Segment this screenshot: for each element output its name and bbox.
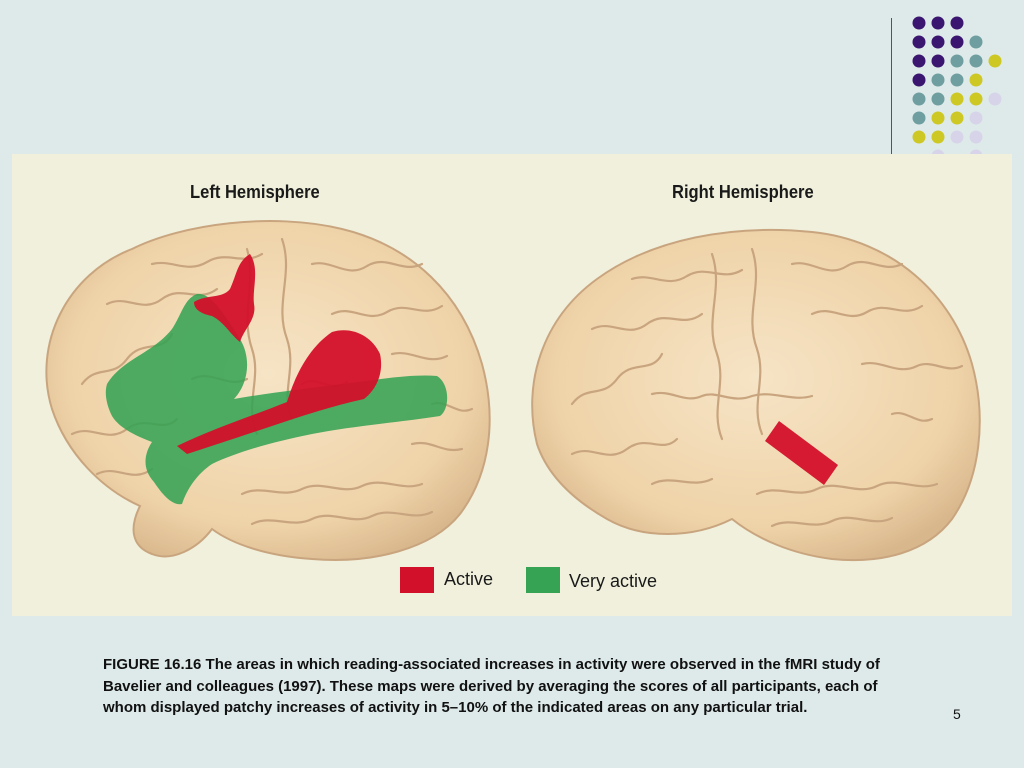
active-region-temporal <box>177 330 382 454</box>
decorative-dot <box>988 54 1002 68</box>
decorative-dot <box>912 35 926 49</box>
decorative-dot-grid <box>912 16 1002 163</box>
decorative-dot <box>931 16 945 30</box>
decorative-dot <box>969 92 983 106</box>
decorative-dot <box>931 111 945 125</box>
left-hemisphere-title: Left Hemisphere <box>190 182 320 202</box>
decorative-dot <box>912 111 926 125</box>
decorative-dot <box>950 111 964 125</box>
decorative-dot <box>912 130 926 144</box>
decorative-dot <box>912 16 926 30</box>
decorative-dot <box>969 73 983 87</box>
decorative-dot <box>912 92 926 106</box>
active-region-frontal <box>194 254 256 342</box>
legend-swatch-very-active <box>526 567 560 593</box>
decorative-dot <box>969 111 983 125</box>
legend-label-active: Active <box>444 569 494 589</box>
figure-caption: FIGURE 16.16 The areas in which reading-… <box>103 656 880 716</box>
decorative-dot <box>969 54 983 68</box>
decorative-dot <box>988 92 1002 106</box>
right-brain-gyri <box>570 247 964 528</box>
decorative-dot <box>969 35 983 49</box>
legend-swatch-active <box>400 567 434 593</box>
figure-panel: Left Hemisphere Right Hemisphere <box>12 154 1012 616</box>
active-region-right-temporal <box>765 421 838 485</box>
right-hemisphere-title: Right Hemisphere <box>672 182 814 202</box>
brain-illustration <box>45 220 981 562</box>
decorative-dot <box>969 130 983 144</box>
decorative-dot <box>931 92 945 106</box>
decorative-dot <box>950 73 964 87</box>
decorative-dot <box>931 54 945 68</box>
decorative-dot <box>950 92 964 106</box>
decorative-dot <box>931 35 945 49</box>
decorative-dot <box>912 73 926 87</box>
decorative-dot <box>931 73 945 87</box>
right-hemisphere-brain <box>531 228 981 562</box>
left-hemisphere-brain <box>45 220 491 561</box>
decorative-dot <box>950 35 964 49</box>
decorative-dot <box>931 130 945 144</box>
decorative-dot <box>950 130 964 144</box>
decorative-dot <box>950 54 964 68</box>
decorative-divider <box>891 18 892 154</box>
slide-number: 5 <box>953 706 961 722</box>
legend-label-very-active: Very active <box>569 571 658 591</box>
decorative-dot <box>950 16 964 30</box>
decorative-dot <box>912 54 926 68</box>
